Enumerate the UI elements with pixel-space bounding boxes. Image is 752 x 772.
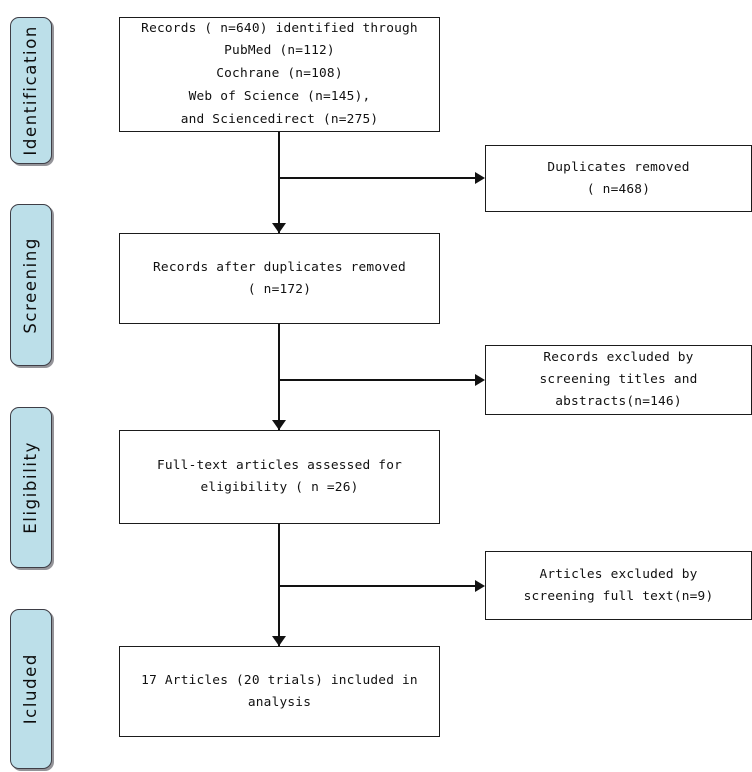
node-articles-excluded-text: Articles excluded by screening full text… [523, 566, 714, 604]
arrowhead-down-to-fulltext [272, 420, 286, 430]
node-records-identified-text: Records ( n=640) identified through PubM… [141, 20, 418, 127]
node-duplicates-removed-text: Duplicates removed ( n=468) [547, 159, 690, 197]
arrowhead-down-to-dedup [272, 223, 286, 233]
arrowhead-right-to-duplicates-removed [475, 172, 485, 184]
stage-label-screening-text: Screening [20, 236, 40, 334]
node-records-excluded-text: Records excluded by screening titles and… [539, 350, 698, 409]
stage-label-eligibility-text: Eligibility [20, 441, 40, 534]
connector-line-dedup-to-fulltext [278, 324, 280, 430]
node-duplicates-removed: Duplicates removed ( n=468) [485, 145, 752, 212]
node-fulltext-assessed: Full-text articles assessed for eligibil… [119, 430, 440, 524]
connector-line-identified-to-dedup [278, 132, 280, 233]
node-articles-excluded: Articles excluded by screening full text… [485, 551, 752, 620]
node-included-analysis: 17 Articles (20 trials) included in anal… [119, 646, 440, 737]
connector-line-to-duplicates-removed [279, 177, 477, 179]
node-records-identified: Records ( n=640) identified through PubM… [119, 17, 440, 132]
arrowhead-right-to-records-excluded [475, 374, 485, 386]
node-records-after-duplicates: Records after duplicates removed ( n=172… [119, 233, 440, 324]
stage-label-identification-text: Identification [20, 25, 40, 156]
node-records-after-duplicates-text: Records after duplicates removed ( n=172… [153, 259, 406, 297]
stage-label-included-text: Icluded [20, 653, 40, 725]
node-records-excluded: Records excluded by screening titles and… [485, 345, 752, 415]
arrowhead-right-to-articles-excluded [475, 580, 485, 592]
arrowhead-down-to-included [272, 636, 286, 646]
node-fulltext-assessed-text: Full-text articles assessed for eligibil… [156, 458, 403, 495]
connector-line-to-articles-excluded [279, 585, 477, 587]
stage-label-screening: Screening [10, 204, 52, 366]
stage-label-identification: Identification [10, 17, 52, 164]
stage-label-eligibility: Eligibility [10, 407, 52, 568]
node-included-analysis-text: 17 Articles (20 trials) included in anal… [141, 672, 418, 710]
stage-label-included: Icluded [10, 609, 52, 769]
connector-line-to-records-excluded [279, 379, 477, 381]
